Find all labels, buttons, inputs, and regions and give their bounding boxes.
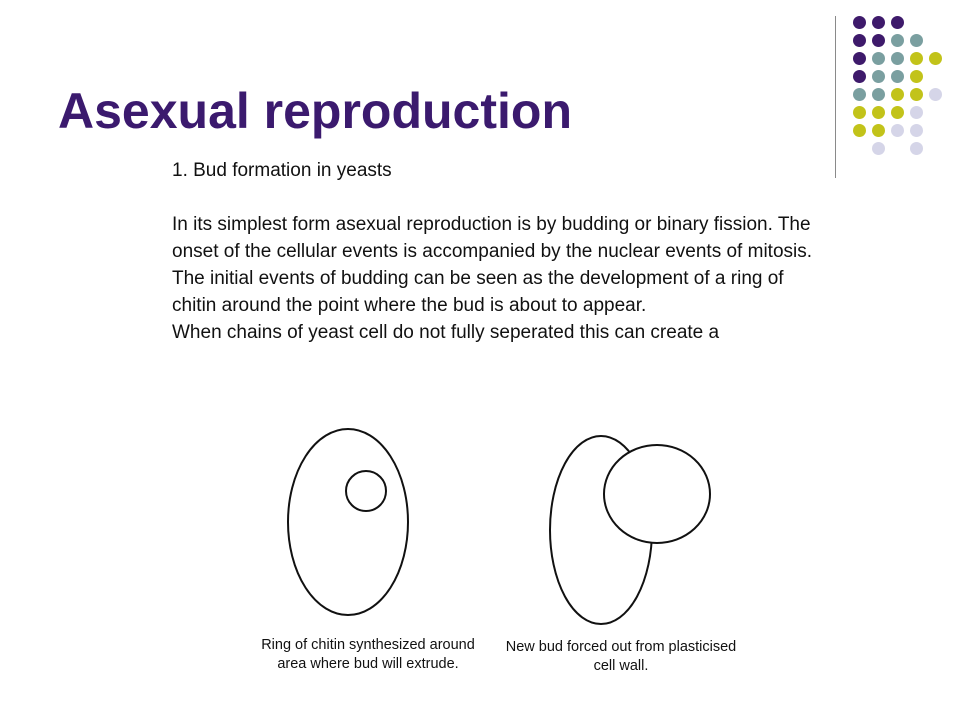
decorative-dot <box>909 105 923 119</box>
caption-left: Ring of chitin synthesized around area w… <box>261 637 475 672</box>
yeast-cell-left <box>287 428 409 616</box>
decorative-dot <box>890 15 904 29</box>
decorative-dot <box>890 51 904 65</box>
decorative-dot <box>852 33 866 47</box>
decorative-dot <box>871 105 885 119</box>
decorative-dot <box>852 87 866 101</box>
decorative-dot <box>890 69 904 83</box>
caption-right: New bud forced out from plasticised cell… <box>505 639 737 674</box>
decorative-dot <box>909 141 923 155</box>
yeast-budding-figure: Ring of chitin synthesized around area w… <box>248 418 748 688</box>
decorative-dot <box>890 87 904 101</box>
decorative-dot <box>890 33 904 47</box>
section-heading: 1. Bud formation in yeasts <box>172 160 392 181</box>
slide-body: 1. Bud formation in yeasts In its simple… <box>172 157 812 346</box>
decorative-dot <box>871 33 885 47</box>
paragraph-2: The initial events of budding can be see… <box>172 268 784 316</box>
decorative-dot <box>852 15 866 29</box>
decorative-dot <box>871 15 885 29</box>
new-bud <box>603 444 711 544</box>
decorative-dot <box>909 87 923 101</box>
decorative-dot <box>852 69 866 83</box>
decorative-dot <box>890 123 904 137</box>
decorative-dot <box>909 123 923 137</box>
decorative-dot <box>871 141 885 155</box>
slide-title: Asexual reproduction <box>58 83 572 139</box>
decorative-dot <box>928 51 942 65</box>
vertical-divider <box>835 16 836 178</box>
decorative-dot <box>909 51 923 65</box>
paragraph-3: When chains of yeast cell do not fully s… <box>172 322 720 343</box>
decorative-dot <box>852 51 866 65</box>
paragraph-1: In its simplest form asexual reproductio… <box>172 214 813 262</box>
decorative-dot <box>871 87 885 101</box>
spacer <box>172 184 812 211</box>
decorative-dot <box>890 105 904 119</box>
decorative-dot <box>871 69 885 83</box>
decorative-dot <box>928 87 942 101</box>
decorative-dot <box>871 123 885 137</box>
decorative-dot <box>909 69 923 83</box>
chitin-ring <box>345 470 387 512</box>
decorative-dot <box>909 33 923 47</box>
decorative-dot <box>852 123 866 137</box>
decorative-dot <box>852 105 866 119</box>
decorative-dot <box>871 51 885 65</box>
yeast-cells-drawing <box>287 428 711 625</box>
